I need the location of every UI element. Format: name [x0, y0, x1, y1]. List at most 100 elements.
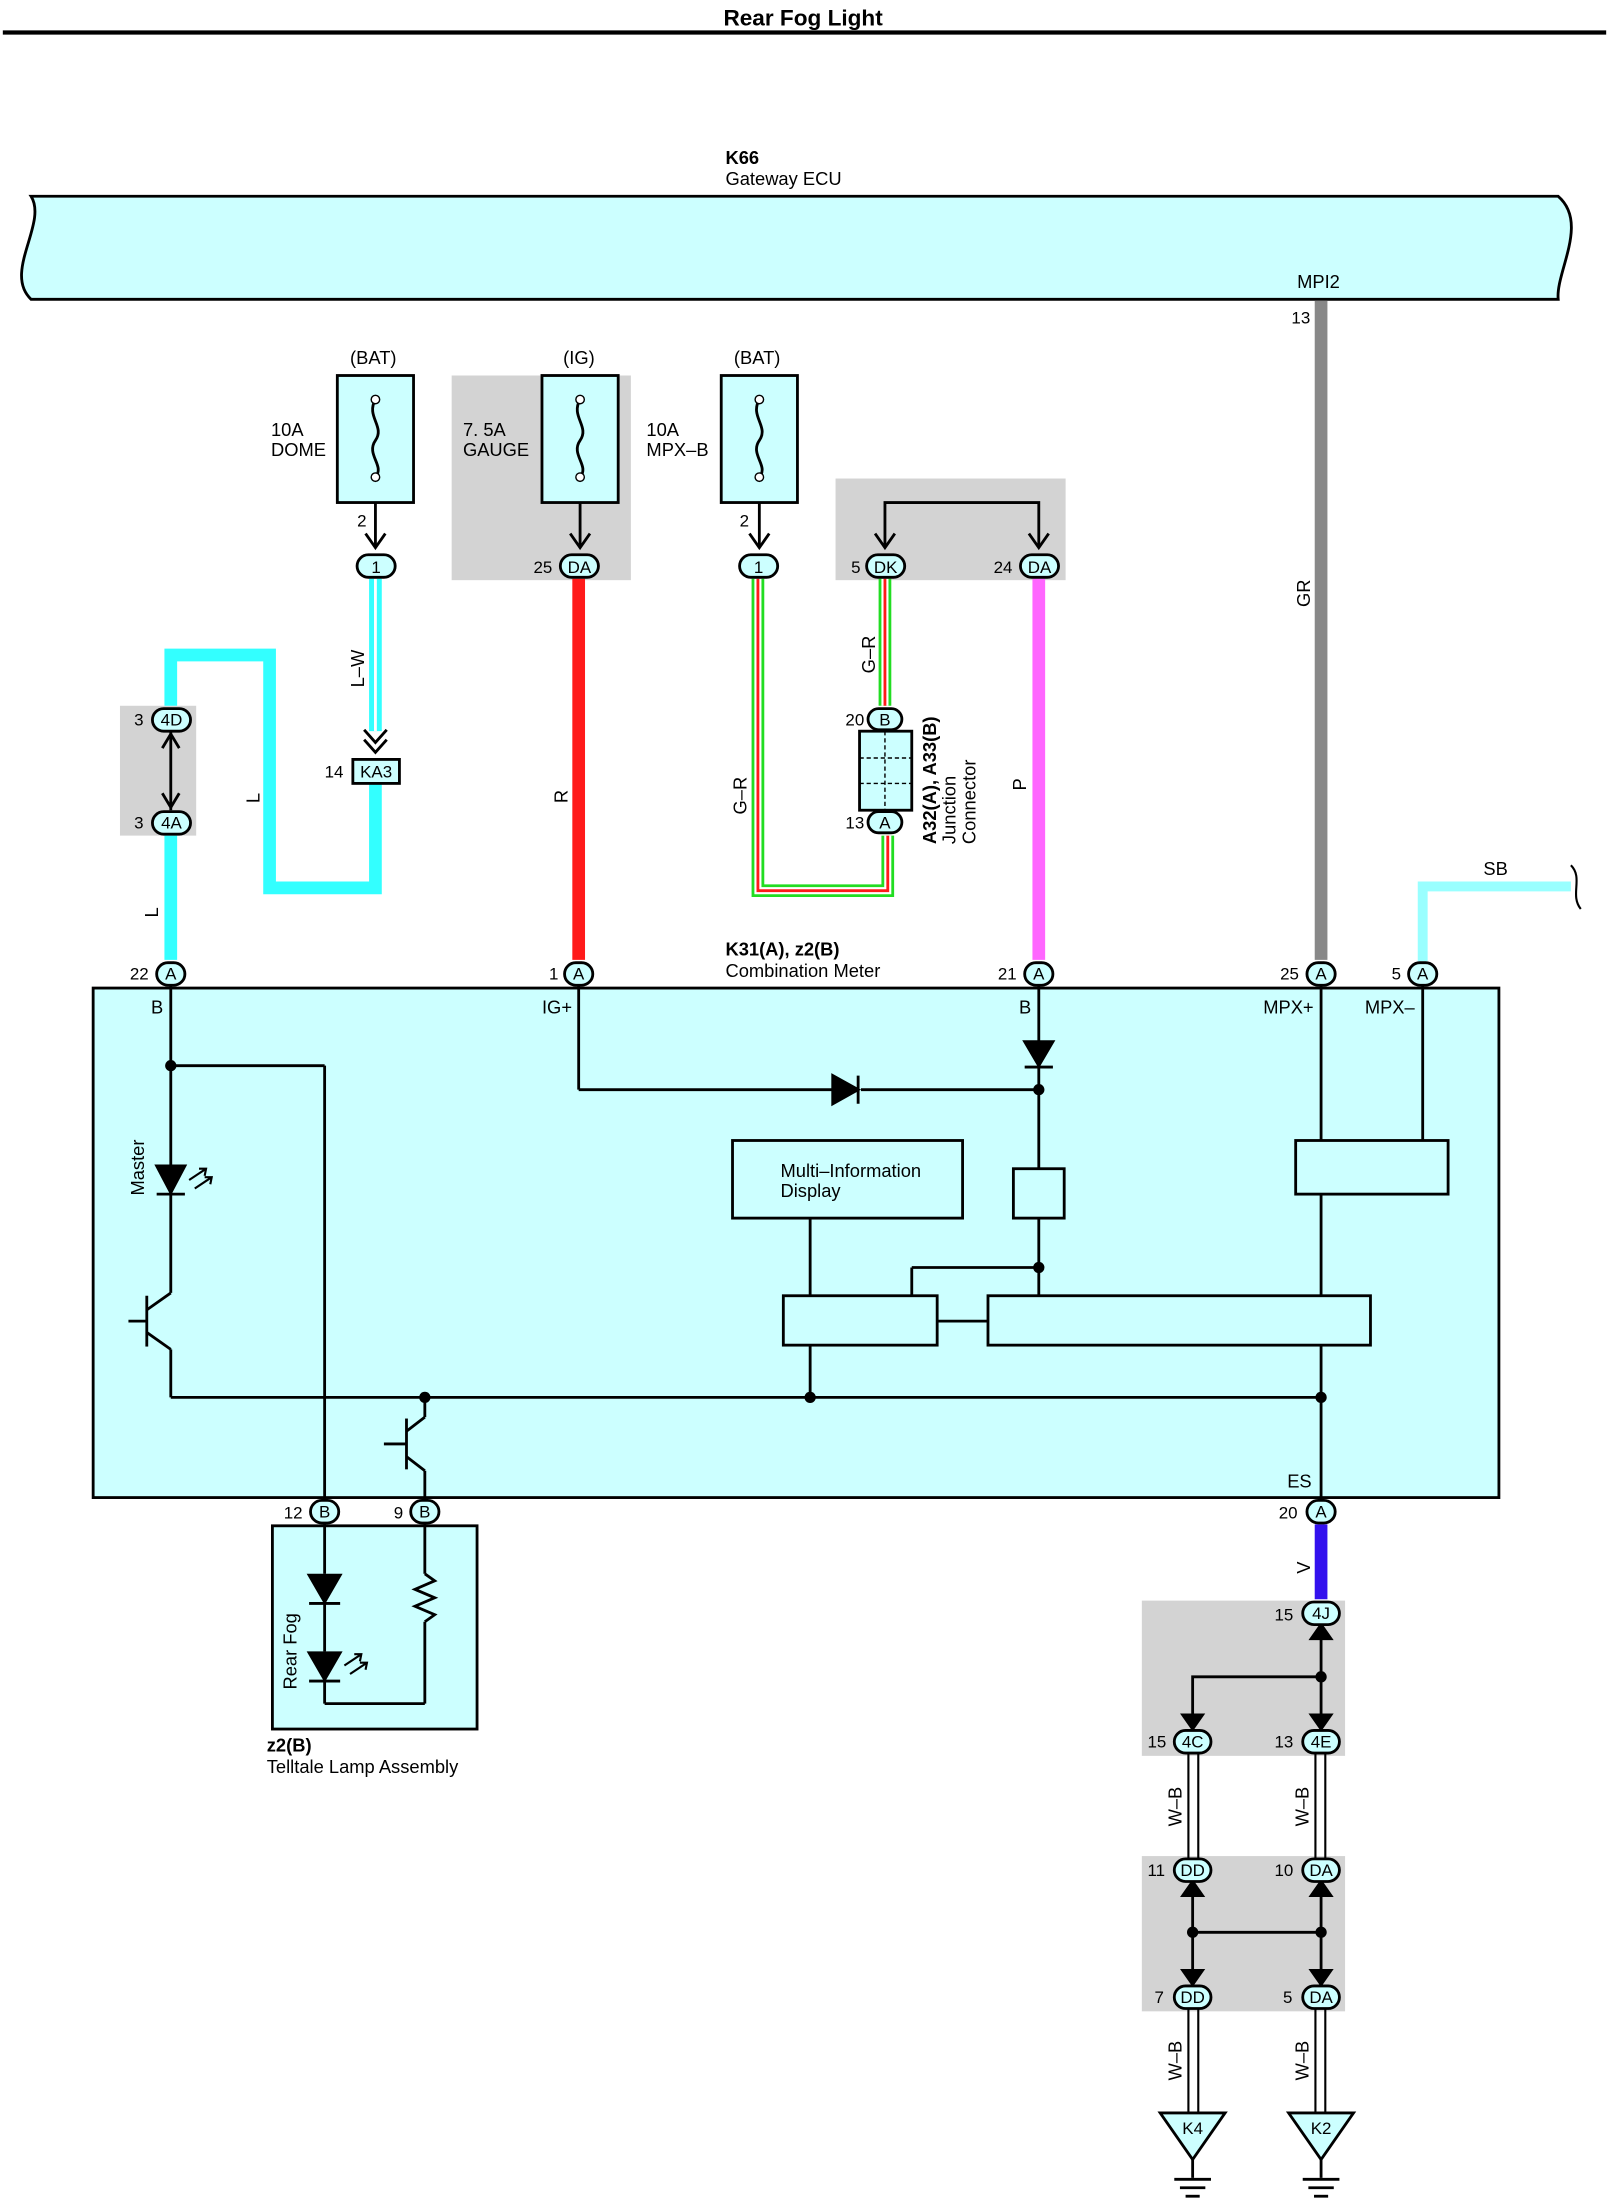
wire-gr-loop [751, 578, 895, 898]
wire-label-gr1: G–R [858, 636, 879, 674]
meter-pin-12: 12 B [284, 1498, 341, 1525]
connector-da-10: 10 DA [1274, 1857, 1341, 1883]
wire-label-p: P [1009, 778, 1030, 790]
ground-dots [1186, 1671, 1327, 1938]
svg-text:12: 12 [284, 1504, 303, 1523]
connector-4e: 13 4E [1274, 1729, 1341, 1755]
meter-internal-circuit [128, 985, 1425, 1501]
gateway-ecu-body [20, 194, 1573, 301]
connector-da-5: 5 DA [1283, 1984, 1341, 2010]
fuse-dome-supply: (BAT) [350, 347, 397, 368]
svg-text:A: A [879, 814, 891, 833]
meter-pin-5: 5 A MPX– [1365, 961, 1439, 1017]
fuse-gauge: (IG) 7. 5A GAUGE [463, 347, 620, 504]
wire-label-r: R [550, 790, 571, 803]
svg-text:DD: DD [1180, 1861, 1204, 1880]
meter-block-main [986, 1294, 1372, 1347]
svg-text:13: 13 [845, 814, 864, 833]
telltale-code: z2(B) [267, 1735, 312, 1756]
wire-sb-break [1570, 864, 1582, 910]
svg-text:15: 15 [1147, 1732, 1166, 1751]
connector-mpxb: 1 [738, 553, 780, 579]
svg-text:DA: DA [1309, 1861, 1333, 1880]
mid-line2: Display [781, 1180, 842, 1201]
svg-text:21: 21 [998, 965, 1017, 984]
wire-label-l1: L [243, 793, 264, 803]
wire-label-gr: GR [1293, 579, 1314, 607]
fuse-gauge-supply: (IG) [563, 347, 595, 368]
dome-out-pin: 2 [357, 512, 366, 531]
fuse-gauge-rating: 7. 5A [463, 419, 507, 440]
telltale-diode [306, 1573, 343, 1605]
svg-text:A: A [573, 965, 585, 984]
rear-fog-label: Rear Fog [279, 1613, 300, 1689]
telltale-lamp-assembly [270, 1524, 479, 1731]
wire-wb-group [1187, 1753, 1327, 2112]
svg-text:DA: DA [568, 558, 592, 577]
svg-text:25: 25 [1280, 965, 1299, 984]
svg-text:B: B [419, 1502, 430, 1521]
junction-code: A32(A), A33(B) [919, 716, 940, 844]
meter-code: K31(A), z2(B) [725, 939, 839, 960]
svg-text:B: B [151, 996, 163, 1017]
fuse-mpxb-rating: 10A [646, 419, 679, 440]
mpxb-out-pin: 2 [740, 512, 749, 531]
svg-text:4J: 4J [1312, 1604, 1330, 1623]
connector-gauge-da: 25 DA [534, 553, 600, 579]
svg-text:B: B [319, 1502, 330, 1521]
wire-label-wb3: W–B [1164, 2041, 1185, 2081]
meter-block-left [781, 1294, 939, 1347]
svg-text:5: 5 [1392, 965, 1401, 984]
ground-k4: K4 [1157, 2111, 1228, 2198]
svg-text:10: 10 [1274, 1861, 1293, 1880]
ground-k2: K2 [1285, 2111, 1357, 2198]
svg-text:24: 24 [994, 558, 1013, 577]
svg-text:7: 7 [1155, 1988, 1164, 2007]
svg-text:MPX–: MPX– [1365, 996, 1416, 1017]
connector-4j: 15 4J [1274, 1600, 1341, 1627]
connector-dk: 5 DK [851, 553, 907, 579]
svg-text:20: 20 [1279, 1504, 1298, 1523]
svg-text:5: 5 [1283, 1988, 1292, 2007]
connector-4d-4a: 3 4D 3 4A [134, 707, 192, 836]
fuse-mpxb: (BAT) 10A MPX–B [646, 347, 799, 504]
master-led: Master [127, 1140, 214, 1196]
svg-text:13: 13 [1274, 1732, 1293, 1751]
fuse-dome-rating: 10A [271, 419, 304, 440]
meter-block-small [1011, 1167, 1066, 1220]
svg-text:15: 15 [1274, 1605, 1293, 1624]
ground-arrows [1180, 1622, 1334, 1987]
junction-line2: Connector [958, 760, 979, 845]
wire-label-v: V [1293, 1561, 1314, 1574]
junction-connector: 20 B 13 A A32(A), A33(B) Junction Connec… [845, 707, 979, 845]
gateway-code: K66 [725, 147, 759, 168]
svg-text:4C: 4C [1182, 1732, 1204, 1751]
wire-label-sb: SB [1483, 858, 1507, 879]
wire-label-wb4: W–B [1291, 2041, 1312, 2081]
connector-dd-11: 11 DD [1147, 1857, 1213, 1883]
fuse-mpxb-name: MPX–B [646, 439, 708, 460]
mid-line1: Multi–Information [781, 1160, 922, 1181]
master-label: Master [127, 1140, 148, 1196]
svg-text:B: B [1019, 996, 1031, 1017]
diode-b [1022, 1040, 1056, 1069]
svg-text:A: A [165, 965, 177, 984]
svg-text:4A: 4A [161, 814, 182, 833]
wire-sb [1417, 881, 1571, 962]
rear-fog-led [306, 1651, 369, 1683]
connector-ka3: 14 KA3 [325, 728, 401, 785]
svg-text:K4: K4 [1182, 2119, 1203, 2138]
svg-text:14: 14 [325, 763, 344, 782]
svg-text:DD: DD [1180, 1988, 1204, 2007]
fuse-gauge-name: GAUGE [463, 439, 529, 460]
fuse-dome: (BAT) 10A DOME [271, 347, 415, 504]
svg-text:1: 1 [549, 965, 558, 984]
junction-dots [165, 1060, 1327, 1404]
diode-ig [831, 1073, 862, 1107]
svg-text:DA: DA [1028, 558, 1052, 577]
meter-es-label: ES [1287, 1471, 1311, 1492]
svg-text:4E: 4E [1311, 1732, 1332, 1751]
wire-label-wb1: W–B [1164, 1787, 1185, 1827]
meter-block-mpx [1294, 1139, 1450, 1196]
multi-information-display [731, 1139, 964, 1220]
